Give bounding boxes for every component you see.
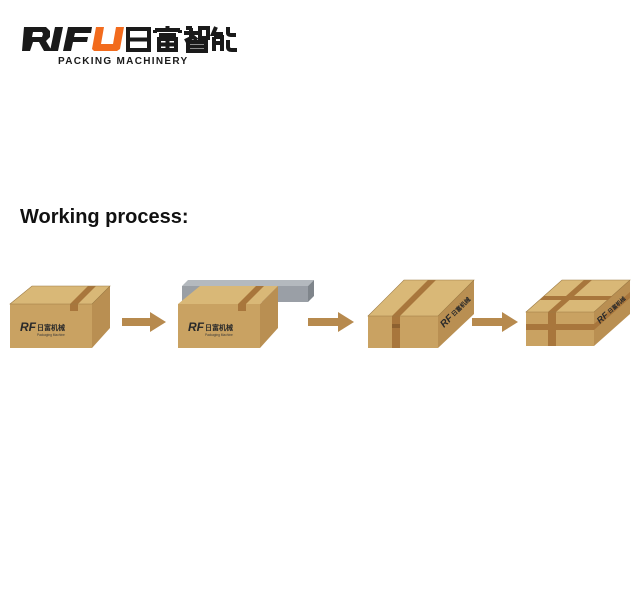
section-title: Working process: [20, 206, 189, 228]
logo-subtitle: PACKING MACHINERY [58, 56, 189, 67]
box-print-sub: Packaging Machine [37, 333, 65, 337]
company-logo: PACKING MACHINERY [22, 22, 244, 68]
step-2-box-folding-icon: RF 日富机械 Packaging Machine [178, 280, 314, 348]
box-print-mark: RF [20, 320, 37, 334]
step-1-box-icon: RF 日富机械 Packaging Machine [9, 285, 111, 348]
step-4-box-cross-strapped-icon: RF 日富机械 [525, 279, 631, 346]
arrow-right-icon [472, 312, 518, 332]
box-print-mark: RF [188, 320, 205, 334]
working-process-diagram: RF 日富机械 Packaging Machine RF 日富机械 Packag… [0, 270, 640, 360]
rifu-logo-icon [22, 26, 237, 53]
box-print-cjk: 日富机械 [205, 323, 233, 332]
arrow-right-icon [122, 312, 166, 332]
box-print-cjk: 日富机械 [37, 323, 65, 332]
arrow-right-icon [308, 312, 354, 332]
box-print-sub: Packaging Machine [205, 333, 233, 337]
step-3-box-strapped-icon: RF 日富机械 [367, 279, 475, 348]
